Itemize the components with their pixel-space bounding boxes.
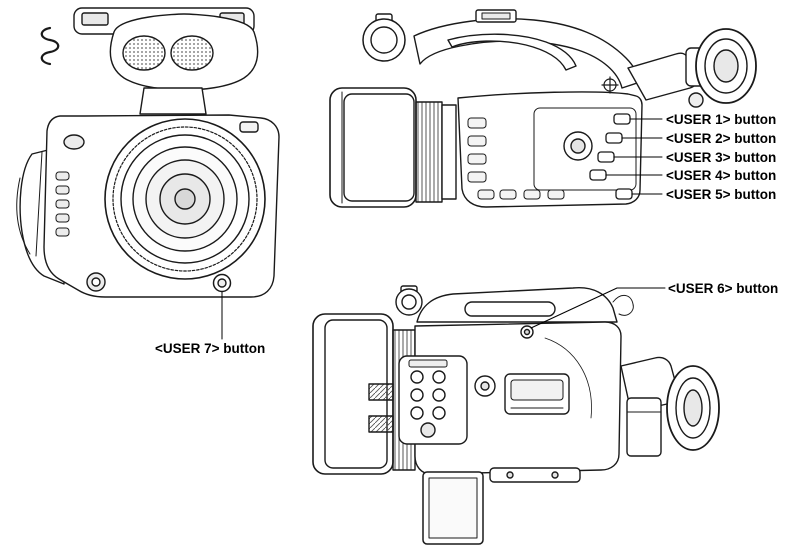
switch-column: [467, 117, 487, 183]
user4-button: [589, 169, 607, 181]
focal-plane-mark: [601, 76, 619, 94]
user3-button: [597, 151, 615, 163]
right-side-view-art: [312, 285, 720, 545]
eyecup-right: [666, 365, 720, 451]
audio-compartment: [504, 373, 570, 415]
handle-grip-hole-right: [464, 301, 556, 317]
side-vents: [55, 171, 70, 237]
callout-user2-label: <USER 2> button: [666, 131, 777, 146]
shoe-plate-top: [368, 383, 394, 401]
control-panel: [533, 107, 637, 191]
focus-ring: [415, 101, 443, 203]
top-handle: [413, 18, 641, 89]
eyecup: [695, 28, 757, 104]
right-side-view-illustration: [312, 285, 720, 545]
user7-button: [212, 273, 232, 293]
lens-assembly: [104, 118, 266, 280]
round-connector: [474, 375, 496, 397]
user2-button: [605, 132, 623, 144]
zoom-ring: [441, 104, 457, 200]
callout-user3-label: <USER 3> button: [666, 150, 777, 165]
handle-grip-hole: [447, 33, 577, 71]
left-side-view-art: [329, 9, 757, 208]
callout-user1-label: <USER 1> button: [666, 112, 777, 127]
callout-user6-label: <USER 6> button: [668, 281, 779, 296]
lcd-monitor: [422, 471, 484, 545]
user1-button: [613, 113, 631, 125]
user6-button: [520, 325, 534, 339]
bottom-plate: [489, 467, 581, 483]
strap-wire: [40, 26, 60, 66]
left-side-view-illustration: [329, 9, 757, 208]
leader-line-user6: [530, 287, 666, 329]
leader-lines-user1-5: [605, 118, 663, 195]
diopter-dial: [688, 92, 704, 108]
callout-user7-label: <USER 7> button: [155, 341, 266, 356]
mic-mesh-right: [170, 35, 214, 71]
front-view-art: [16, 7, 280, 340]
lens-hood: [329, 87, 417, 208]
shoe-plate-bottom: [368, 415, 394, 433]
side-control-panel: [398, 355, 468, 445]
user5-button: [615, 188, 633, 200]
bottom-button-row: [477, 189, 565, 200]
front-view-illustration: [16, 7, 280, 340]
mic-mesh-left: [122, 35, 166, 71]
cable-loop: [612, 295, 634, 316]
mic-mount: [362, 13, 406, 62]
jog-dial: [563, 131, 593, 161]
battery: [626, 397, 662, 457]
callout-user5-label: <USER 5> button: [666, 187, 777, 202]
mic-mount-right: [395, 285, 423, 316]
callout-user4-label: <USER 4> button: [666, 168, 777, 183]
